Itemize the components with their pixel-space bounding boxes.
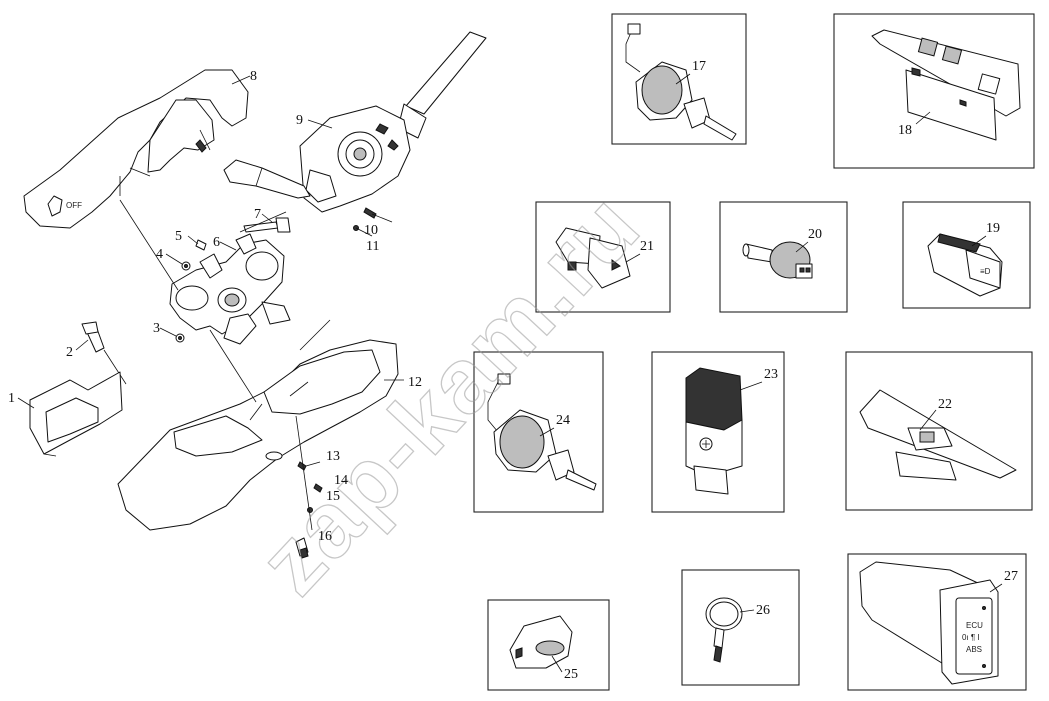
callout-27: 27 bbox=[1004, 569, 1018, 584]
callout-8: 8 bbox=[250, 69, 257, 84]
switch-label-ecu: ECU bbox=[966, 621, 983, 630]
part-13-screw bbox=[297, 461, 321, 471]
part-2-bolt bbox=[81, 321, 127, 385]
part-4-nut bbox=[165, 253, 191, 271]
box-25 bbox=[487, 599, 610, 691]
part-6-ignition-lock-housing bbox=[169, 233, 291, 345]
callout-4: 4 bbox=[156, 247, 163, 262]
callout-3: 3 bbox=[153, 321, 160, 336]
box-26 bbox=[681, 569, 800, 686]
part-12-lower-shroud bbox=[117, 339, 399, 531]
callout-19: 19 bbox=[986, 221, 1000, 236]
callout-26: 26 bbox=[756, 603, 770, 618]
callout-21: 21 bbox=[640, 239, 654, 254]
callout-16: 16 bbox=[318, 529, 332, 544]
callout-25: 25 bbox=[564, 667, 578, 682]
switch-label-abs: ABS bbox=[966, 645, 982, 654]
callout-2: 2 bbox=[66, 345, 73, 360]
part-8-upper-shroud: OFF bbox=[23, 69, 249, 229]
callout-14: 14 bbox=[334, 473, 348, 488]
steering-column-assembly: OFF bbox=[17, 31, 487, 559]
box-27: ECU 0ı ¶ I ABS bbox=[847, 553, 1027, 691]
part-11-screw bbox=[353, 225, 373, 237]
part-16-bolt bbox=[295, 537, 309, 559]
switch-label-mid: 0ı ¶ I bbox=[962, 633, 980, 642]
fog-lamp-icon: ≡D bbox=[980, 267, 991, 276]
callout-23: 23 bbox=[764, 367, 778, 382]
box-20 bbox=[719, 201, 848, 313]
box-18 bbox=[833, 13, 1035, 169]
callout-11: 11 bbox=[366, 239, 379, 254]
box-21 bbox=[535, 201, 671, 313]
light-stalk bbox=[223, 159, 311, 199]
callout-12: 12 bbox=[408, 375, 422, 390]
callout-9: 9 bbox=[296, 113, 303, 128]
part-3-nut bbox=[175, 333, 185, 343]
callout-20: 20 bbox=[808, 227, 822, 242]
part-14-screw bbox=[313, 483, 323, 493]
callout-15: 15 bbox=[326, 489, 340, 504]
callout-5: 5 bbox=[175, 229, 182, 244]
callout-22: 22 bbox=[938, 397, 952, 412]
part-8-marking: OFF bbox=[66, 201, 82, 210]
callout-13: 13 bbox=[326, 449, 340, 464]
callout-6: 6 bbox=[213, 235, 220, 250]
box-19: ≡D bbox=[902, 201, 1031, 309]
callout-17: 17 bbox=[692, 59, 706, 74]
callout-24: 24 bbox=[556, 413, 570, 428]
part-10-screw bbox=[363, 207, 393, 223]
callout-1: 1 bbox=[8, 391, 15, 406]
callout-18: 18 bbox=[898, 123, 912, 138]
part-5-screw bbox=[187, 235, 207, 251]
part-9-combination-switch bbox=[299, 31, 487, 213]
box-17 bbox=[611, 13, 747, 145]
hazard-triangle-icon bbox=[611, 259, 621, 271]
box-24 bbox=[473, 351, 604, 513]
callout-numbers: 1 2 3 4 5 6 7 8 9 10 11 12 13 14 15 16 1… bbox=[8, 59, 1018, 682]
box-22 bbox=[845, 351, 1033, 511]
part-7-bolt bbox=[243, 217, 291, 233]
part-1-bracket bbox=[29, 371, 123, 457]
callout-7: 7 bbox=[254, 207, 261, 222]
box-23 bbox=[651, 351, 785, 513]
callout-10: 10 bbox=[364, 223, 378, 238]
